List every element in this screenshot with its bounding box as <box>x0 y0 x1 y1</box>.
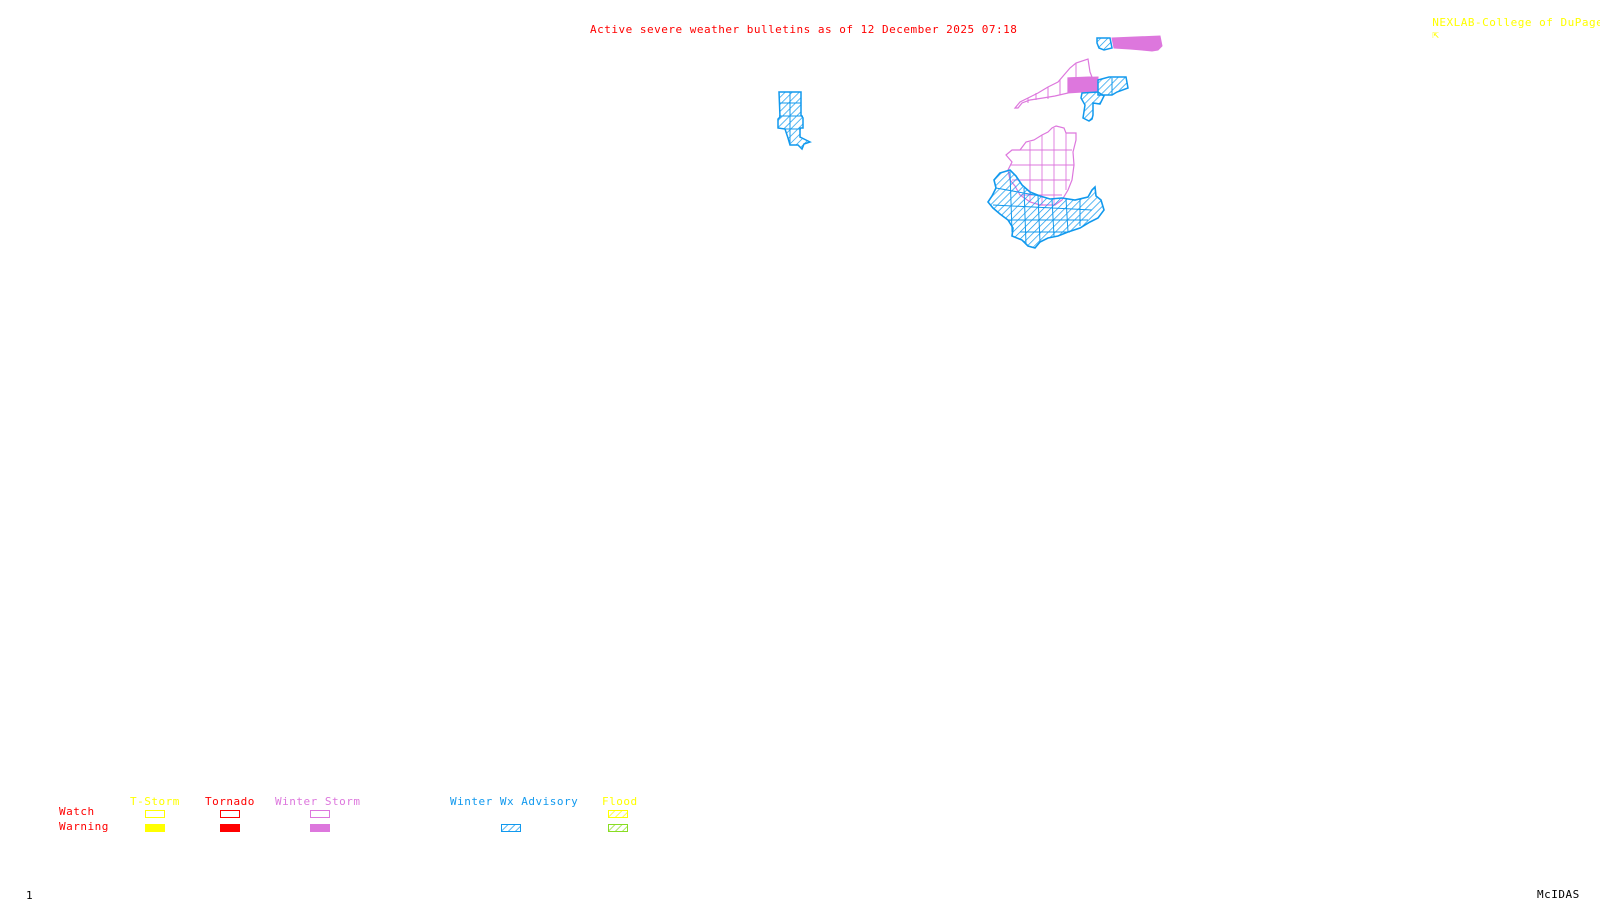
swatch-tstorm-warning <box>145 824 165 832</box>
credit-text: NEXLAB-College of DuPage <box>1432 16 1600 29</box>
frame-number: 1 <box>26 889 34 902</box>
swatch-flood-watch <box>608 810 628 818</box>
winter-wx-advisory-upper-michigan <box>1080 37 1129 122</box>
credit-label: NEXLAB-College of DuPage ⇱ <box>1418 5 1600 41</box>
winter-wx-advisory-southern-michigan-indiana-ohio <box>987 169 1105 249</box>
legend-header-tstorm: T-Storm <box>130 795 180 808</box>
winter-wx-advisory-north-central <box>777 91 812 151</box>
arrow-icon: ⇱ <box>1432 28 1440 41</box>
swatch-winter-storm-warning <box>310 824 330 832</box>
software-label: McIDAS <box>1537 888 1580 901</box>
legend-header-flood: Flood <box>602 795 638 808</box>
winter-storm-watch-upper-peninsula <box>1013 58 1093 109</box>
swatch-tornado-warning <box>220 824 240 832</box>
swatch-flood-warning <box>608 824 628 832</box>
swatch-winter-wx-advisory <box>501 824 521 832</box>
legend-header-tornado: Tornado <box>205 795 255 808</box>
page-title: Active severe weather bulletins as of 12… <box>590 23 1018 36</box>
legend-header-winter-wx-advisory: Winter Wx Advisory <box>450 795 579 808</box>
legend-row-watch: Watch <box>59 805 95 818</box>
swatch-tstorm-watch <box>145 810 165 818</box>
legend-row-warning: Warning <box>59 820 109 833</box>
legend-header-winter-storm: Winter Storm <box>275 795 361 808</box>
swatch-winter-storm-watch <box>310 810 330 818</box>
swatch-tornado-watch <box>220 810 240 818</box>
